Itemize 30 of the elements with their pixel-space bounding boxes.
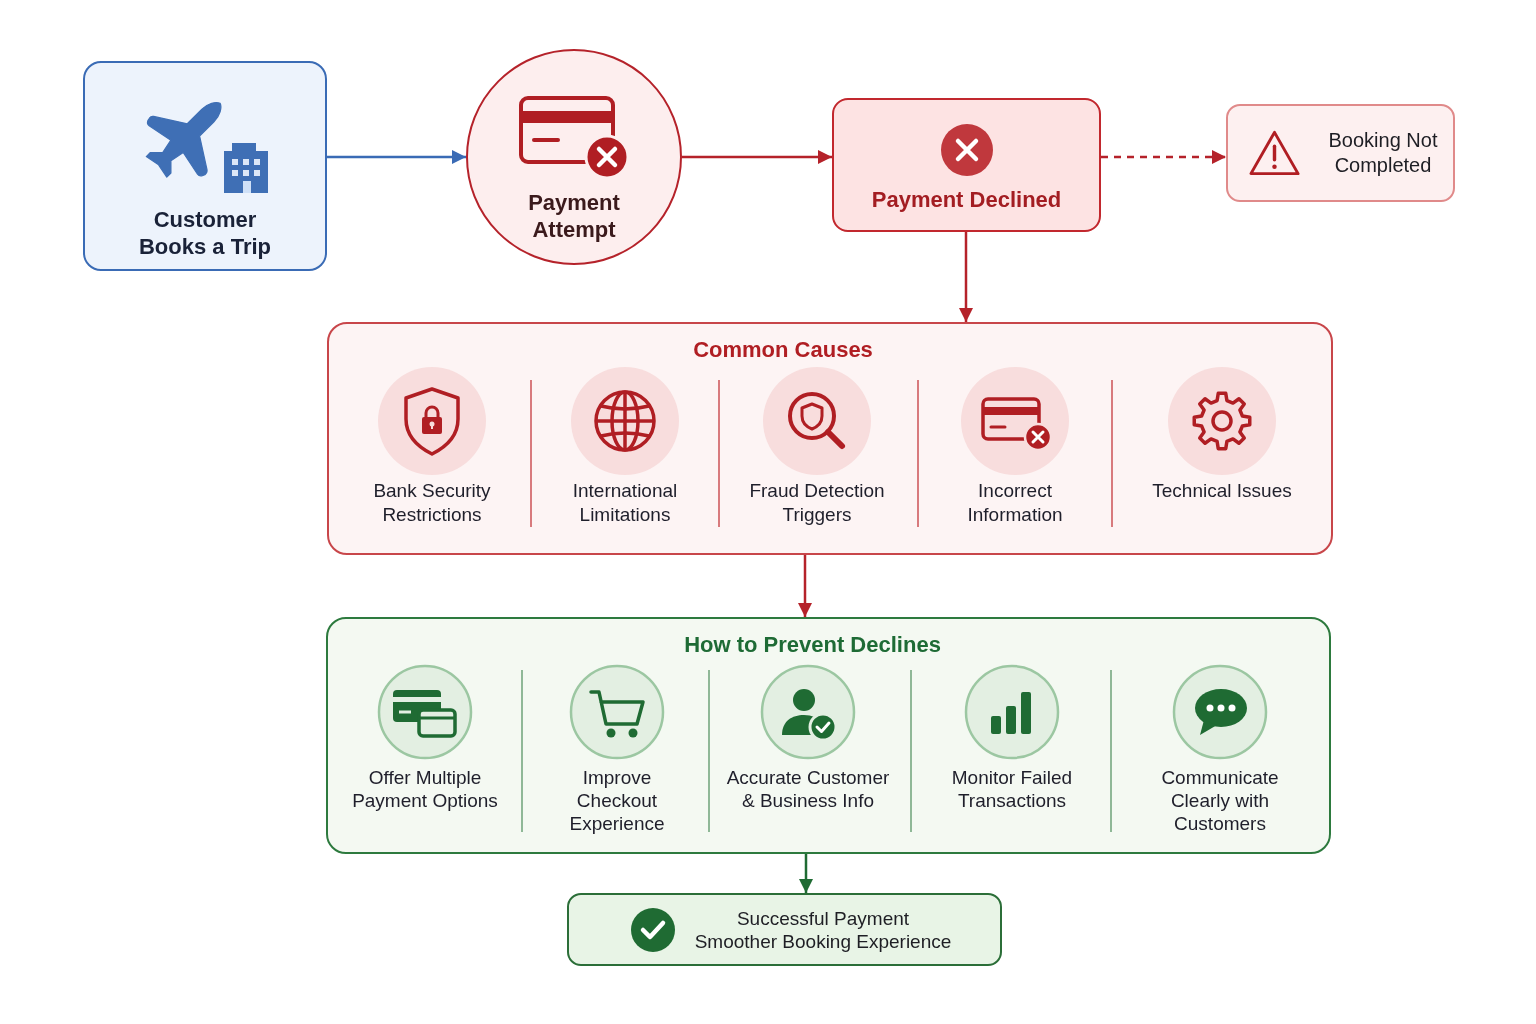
prevention-panel xyxy=(326,617,1331,854)
node-label: Payment Declined xyxy=(871,186,1062,214)
arrow xyxy=(327,150,466,164)
item-label: Improve Checkout Experience xyxy=(568,766,666,835)
node-label: Customer Books a Trip xyxy=(137,206,272,260)
arrow xyxy=(1101,150,1226,164)
node-label: Smoother Booking Experience xyxy=(694,929,952,953)
process-box xyxy=(83,61,327,271)
item-label: Monitor Failed Transactions xyxy=(950,766,1074,812)
item-label: Technical Issues xyxy=(1151,479,1293,503)
node-label: Booking Not Completed xyxy=(1327,128,1439,178)
item-label: Incorrect Information xyxy=(966,479,1064,527)
item-label: Fraud Detection Triggers xyxy=(748,479,886,527)
arrow xyxy=(959,232,973,322)
panel-title: Common Causes xyxy=(693,336,873,364)
result-box xyxy=(567,893,1002,966)
node-label: Successful Payment xyxy=(736,906,910,930)
item-label: Offer Multiple Payment Options xyxy=(351,766,499,812)
item-label: Communicate Clearly with Customers xyxy=(1160,766,1280,835)
causes-panel xyxy=(327,322,1333,555)
arrow xyxy=(799,854,813,893)
item-label: Accurate Customer & Business Info xyxy=(725,766,891,812)
item-label: International Limitations xyxy=(571,479,679,527)
panel-title: How to Prevent Declines xyxy=(684,631,941,659)
node-label: Payment Attempt xyxy=(527,189,621,243)
alert-box xyxy=(1226,104,1455,202)
arrow xyxy=(682,150,832,164)
arrow xyxy=(798,555,812,617)
alert-box xyxy=(832,98,1101,232)
item-label: Bank Security Restrictions xyxy=(372,479,492,527)
